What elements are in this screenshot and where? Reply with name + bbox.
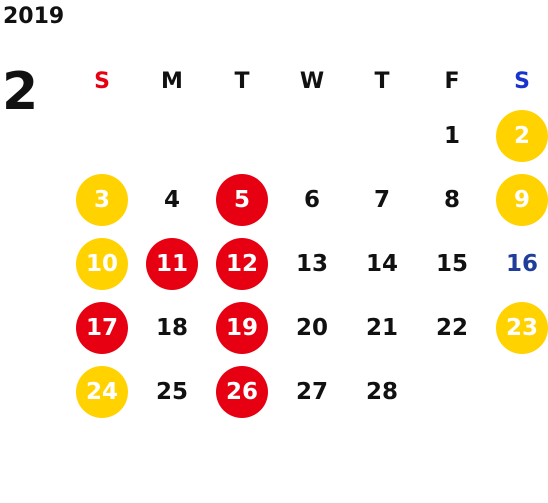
weekday-label: T — [234, 68, 250, 94]
day-cell[interactable]: 3 — [67, 168, 137, 232]
day-cell[interactable]: 25 — [137, 360, 207, 424]
day-cell — [487, 360, 548, 424]
day-cell[interactable]: 23 — [487, 296, 548, 360]
day-cell[interactable]: 18 — [137, 296, 207, 360]
weekday-label: W — [299, 68, 325, 94]
day-number: 27 — [295, 379, 328, 405]
day-number: 25 — [155, 379, 188, 405]
week-row: 17 18 19 20 21 22 23 — [67, 296, 548, 360]
day-number: 9 — [496, 174, 548, 226]
day-cell[interactable]: 9 — [487, 168, 548, 232]
day-cell[interactable]: 1 — [417, 104, 487, 168]
day-number: 2 — [496, 110, 548, 162]
day-cell[interactable]: 26 — [207, 360, 277, 424]
day-number: 6 — [303, 187, 320, 213]
day-cell[interactable]: 28 — [347, 360, 417, 424]
weekday-label: S — [514, 68, 530, 94]
day-number: 22 — [435, 315, 468, 341]
day-cell — [67, 104, 137, 168]
day-number: 14 — [365, 251, 398, 277]
weekday-label: S — [94, 68, 110, 94]
week-row: 24 25 26 27 28 — [67, 360, 548, 424]
day-cell — [207, 104, 277, 168]
day-cell[interactable]: 22 — [417, 296, 487, 360]
day-number: 12 — [216, 238, 268, 290]
weekday-label: F — [444, 68, 460, 94]
day-number: 28 — [365, 379, 398, 405]
day-number: 1 — [443, 123, 460, 149]
day-number: 4 — [163, 187, 180, 213]
day-cell[interactable]: 8 — [417, 168, 487, 232]
day-cell — [137, 104, 207, 168]
day-cell[interactable]: 6 — [277, 168, 347, 232]
day-cell[interactable]: 2 — [487, 104, 548, 168]
day-cell[interactable]: 17 — [67, 296, 137, 360]
day-number: 24 — [76, 366, 128, 418]
week-row: 3 4 5 6 7 8 9 — [67, 168, 548, 232]
day-number: 8 — [443, 187, 460, 213]
day-number: 16 — [505, 251, 538, 277]
calendar-year: 2019 — [3, 4, 65, 29]
day-number: 19 — [216, 302, 268, 354]
day-cell[interactable]: 19 — [207, 296, 277, 360]
day-number: 20 — [295, 315, 328, 341]
day-cell — [277, 104, 347, 168]
day-cell[interactable]: 11 — [137, 232, 207, 296]
day-cell[interactable]: 7 — [347, 168, 417, 232]
day-cell[interactable]: 12 — [207, 232, 277, 296]
calendar-month: 2 — [2, 62, 39, 122]
day-cell — [417, 360, 487, 424]
day-number: 15 — [435, 251, 468, 277]
day-cell[interactable]: 5 — [207, 168, 277, 232]
day-number: 7 — [373, 187, 390, 213]
day-number: 5 — [216, 174, 268, 226]
day-number: 17 — [76, 302, 128, 354]
day-cell[interactable]: 4 — [137, 168, 207, 232]
week-row: 10 11 12 13 14 15 16 — [67, 232, 548, 296]
day-number: 13 — [295, 251, 328, 277]
weekday-label: M — [161, 68, 183, 94]
day-cell[interactable]: 10 — [67, 232, 137, 296]
day-number: 23 — [496, 302, 548, 354]
day-cell[interactable]: 13 — [277, 232, 347, 296]
day-cell[interactable]: 16 — [487, 232, 548, 296]
day-cell[interactable]: 27 — [277, 360, 347, 424]
day-number: 3 — [76, 174, 128, 226]
day-cell[interactable]: 24 — [67, 360, 137, 424]
day-number: 21 — [365, 315, 398, 341]
day-number: 11 — [146, 238, 198, 290]
day-number: 10 — [76, 238, 128, 290]
day-cell[interactable]: 14 — [347, 232, 417, 296]
day-cell[interactable]: 15 — [417, 232, 487, 296]
day-cell[interactable]: 20 — [277, 296, 347, 360]
day-cell[interactable]: 21 — [347, 296, 417, 360]
day-number: 26 — [216, 366, 268, 418]
day-cell — [347, 104, 417, 168]
weekday-label: T — [374, 68, 390, 94]
day-number: 18 — [155, 315, 188, 341]
